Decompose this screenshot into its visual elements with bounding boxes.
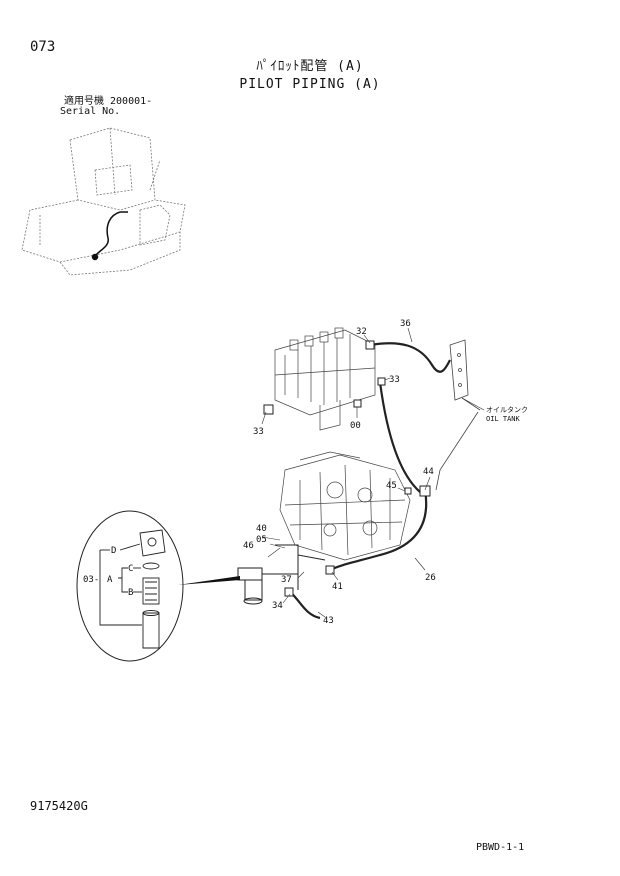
callout-45: 45 <box>386 481 397 491</box>
pump-assembly <box>279 451 411 561</box>
oil-tank-label: OIL TANK <box>486 415 521 423</box>
hose-26 <box>329 489 428 571</box>
detail-label-d: D <box>111 546 116 556</box>
page-title: PILOT PIPING (A) <box>239 77 381 92</box>
detail-label-a: A <box>107 575 113 585</box>
detail-label-03: 03- <box>83 575 99 585</box>
callout-36: 36 <box>400 319 411 329</box>
callout-40: 40 <box>256 524 267 534</box>
serial-label: Serial No. <box>60 106 121 117</box>
leader-lines <box>261 327 485 618</box>
hose-fittings <box>263 340 431 597</box>
control-valve-assembly <box>274 327 376 431</box>
detail-label-c: C <box>128 564 133 574</box>
callout-34: 34 <box>272 601 283 611</box>
detail-label-b: B <box>128 588 133 598</box>
hose-33-upper <box>378 381 421 493</box>
page-number: 073 <box>30 39 56 55</box>
callout-44: 44 <box>423 467 434 477</box>
callout-43: 43 <box>323 616 334 626</box>
callout-33: 33 <box>389 375 400 385</box>
filter-detail-inset: D C 03- A B <box>76 510 184 662</box>
callout-37: 37 <box>281 575 292 585</box>
hose-43 <box>289 591 321 620</box>
machine-locator-highlight <box>91 211 128 261</box>
callout-41: 41 <box>332 582 343 592</box>
machine-locator-sketch <box>21 127 186 276</box>
oil-tank-label-japanese: オイルタンク <box>486 405 528 414</box>
oil-tank-bracket <box>435 339 481 491</box>
callout-05: 05 <box>256 535 267 545</box>
callout-46: 46 <box>243 541 254 551</box>
callout-32: 32 <box>356 327 367 337</box>
hose-36 <box>369 342 451 373</box>
page-title-japanese: ﾊﾟｲﾛｯﾄ配管 (A) <box>256 59 364 74</box>
document-code: 9175420G <box>30 799 88 813</box>
detail-pointer-arrow <box>178 576 240 585</box>
callout-00: 00 <box>350 421 361 431</box>
pilot-filter <box>237 544 326 605</box>
callout-26: 26 <box>425 573 436 583</box>
callout-33-lower: 33 <box>253 427 264 437</box>
footer-page-code: PBWD-1-1 <box>476 842 525 853</box>
serial-label-japanese: 適用号機 200001- <box>64 96 153 107</box>
